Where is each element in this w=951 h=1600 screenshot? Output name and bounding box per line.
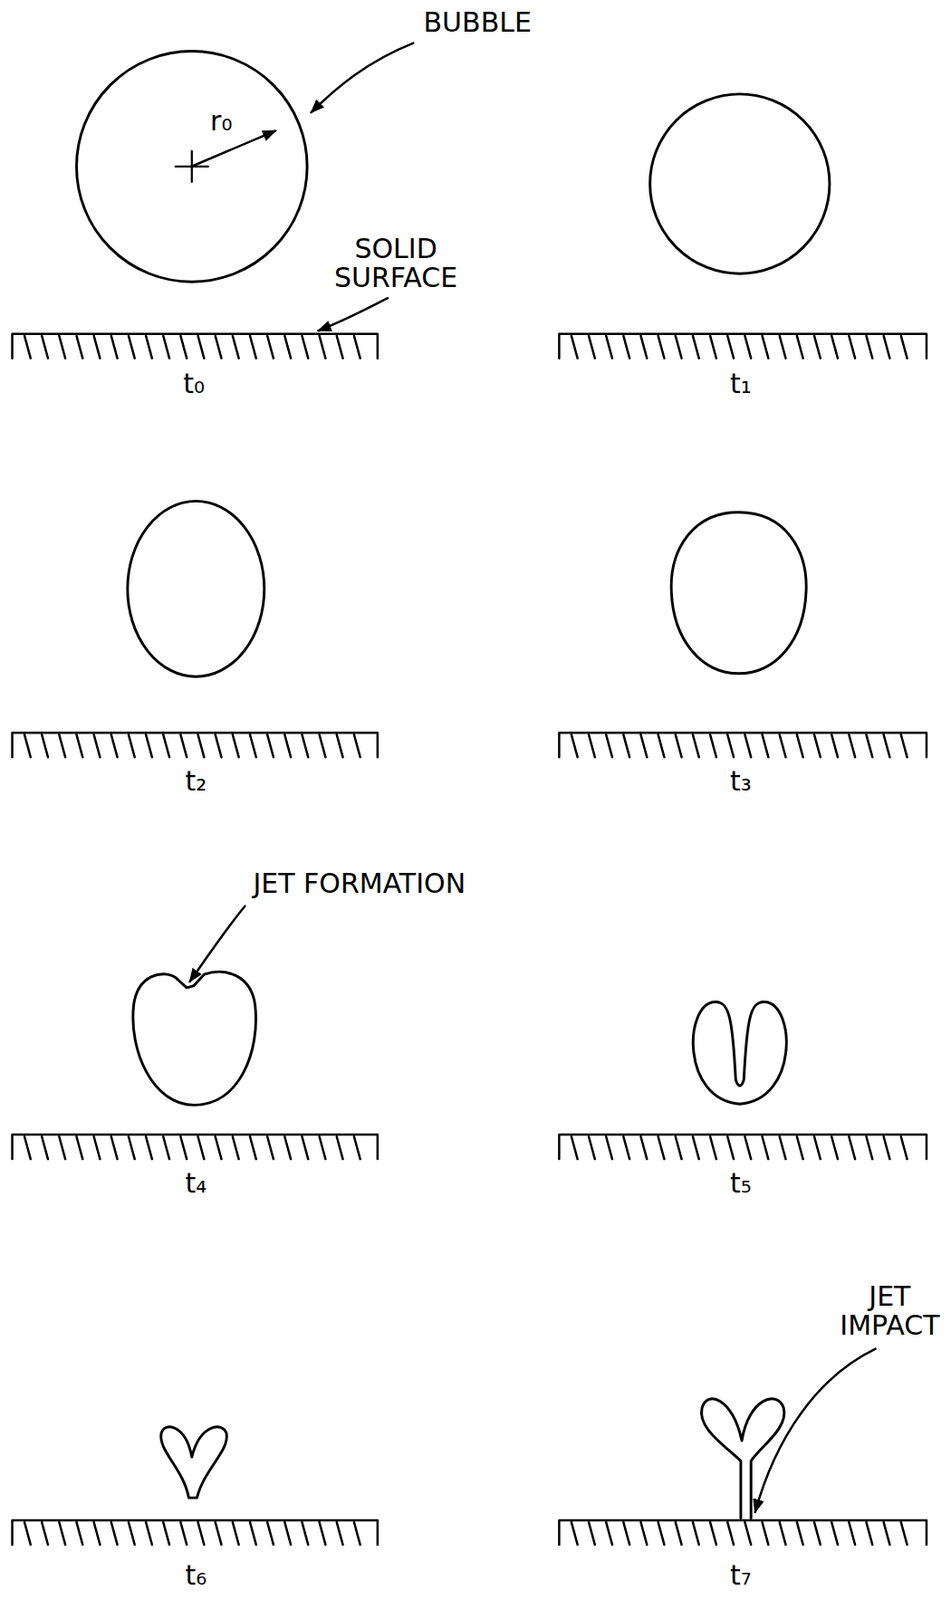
diagram-label: t₃ [730, 767, 752, 797]
solid-surface-hatch [558, 732, 927, 758]
diagram-label: r₀ [210, 106, 232, 136]
diagram-label: JET IMPACT [837, 1282, 942, 1340]
diagram-label: JET FORMATION [252, 869, 466, 899]
diagram-label: t₁ [730, 369, 752, 399]
diagram-label: t₇ [730, 1561, 752, 1591]
solid-surface-hatch [12, 1134, 378, 1160]
solid-surface-hatch [558, 1134, 927, 1160]
diagram-label: t₅ [730, 1169, 752, 1199]
diagram-label: t₄ [184, 1169, 207, 1199]
solid-surface-hatch [558, 1520, 927, 1546]
solid-surface-hatch [558, 334, 927, 359]
diagram-label: t₀ [182, 369, 205, 399]
diagram-label: BUBBLE [423, 8, 532, 38]
solid-surface-hatch [12, 1520, 378, 1546]
diagram-label: SOLID SURFACE [332, 234, 460, 292]
solid-surface-hatch [12, 334, 378, 359]
diagram-label: t₆ [184, 1561, 207, 1591]
diagram-label: t₂ [184, 767, 207, 797]
solid-surface-hatch [12, 732, 378, 758]
